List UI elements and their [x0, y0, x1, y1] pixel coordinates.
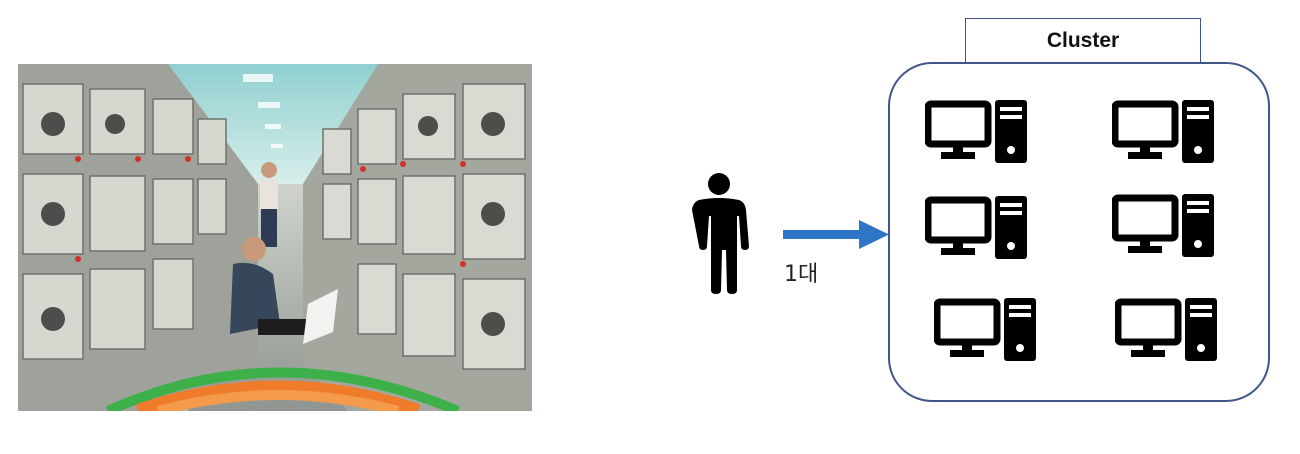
computer-icon [1111, 194, 1216, 263]
arrow-label: 1대 [784, 262, 819, 287]
computer-icon [924, 100, 1029, 169]
computer-icon [1111, 100, 1216, 169]
arrow-to-cluster [783, 218, 891, 257]
cluster-title: Cluster [965, 18, 1201, 62]
computer-icon [1114, 298, 1219, 367]
computer-icon [933, 298, 1038, 367]
computer-icon [924, 196, 1029, 265]
person-icon [688, 170, 750, 299]
server-room-photo [18, 64, 532, 411]
